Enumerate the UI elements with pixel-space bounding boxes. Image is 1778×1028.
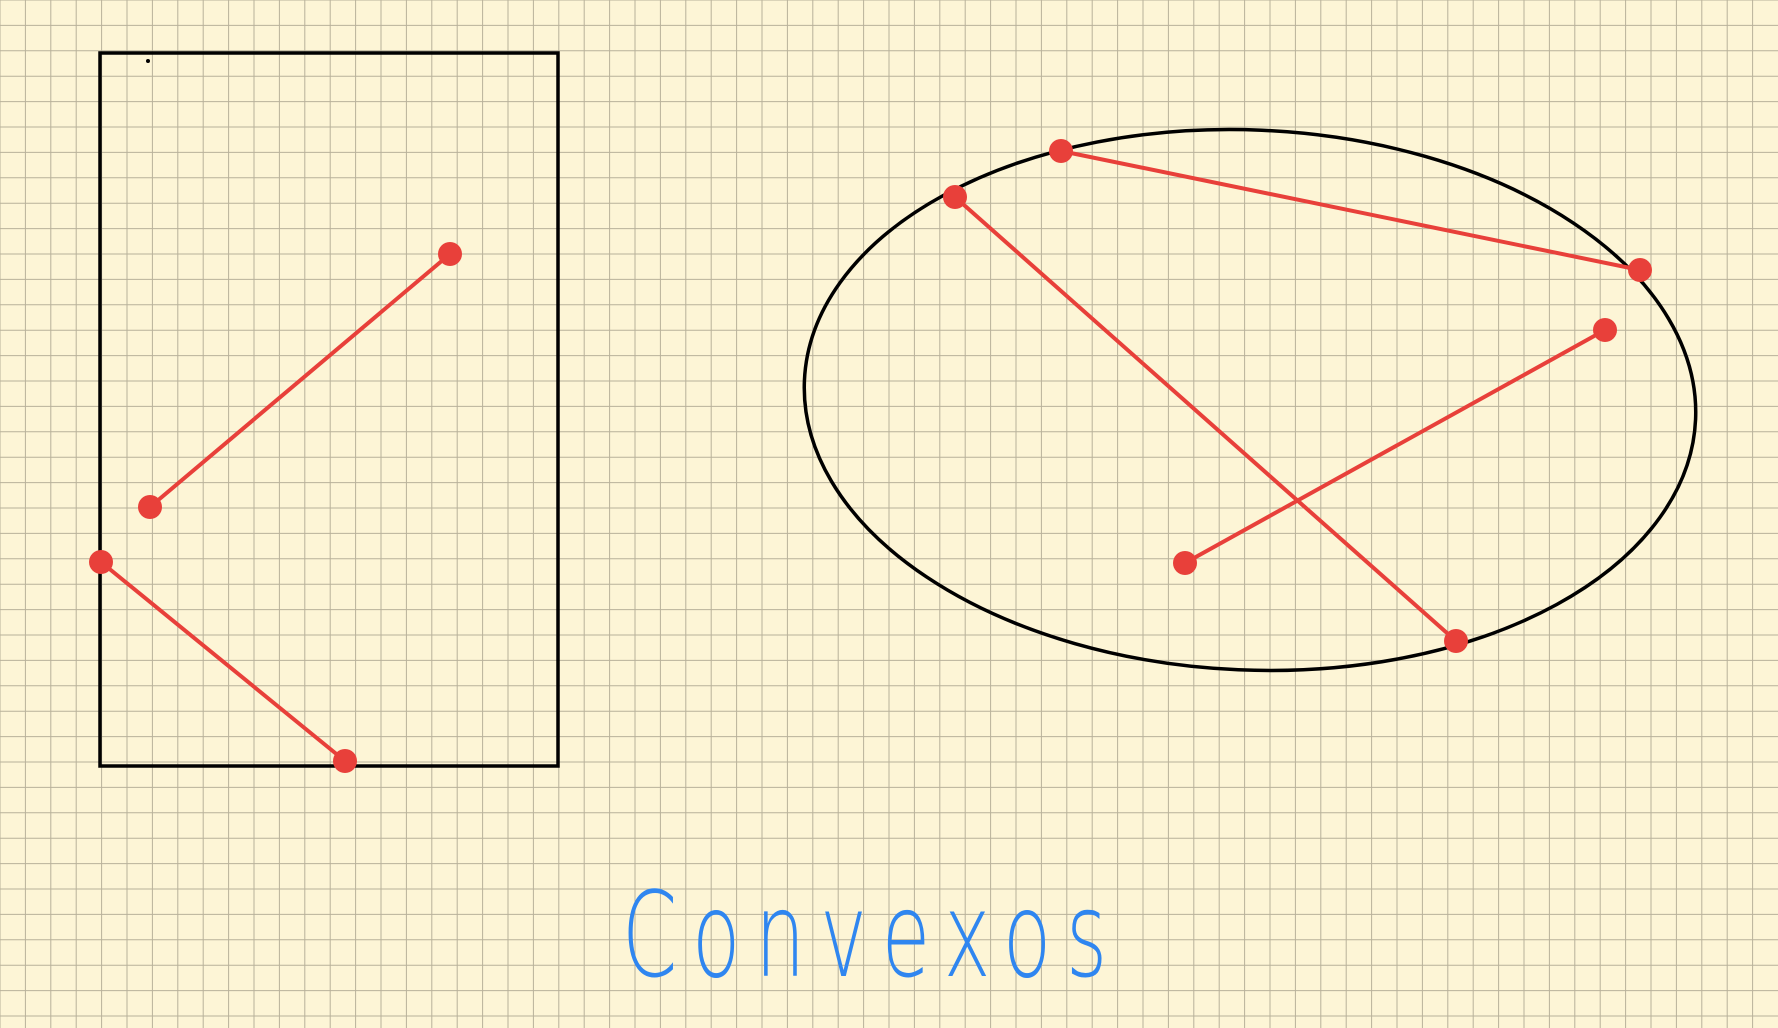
ellipse-segment-2 <box>953 195 1458 643</box>
rectangle-segment-2-end <box>333 749 357 773</box>
rectangle-segment-2 <box>99 560 347 763</box>
caption-text: Convexos <box>622 866 1122 1004</box>
ellipse-figure <box>802 127 1698 673</box>
rectangle-figure <box>89 51 560 773</box>
rectangle-segment-2-start <box>89 550 113 574</box>
ellipse-segment-3-start <box>1173 551 1197 575</box>
ellipse-segment-2-end <box>1444 629 1468 653</box>
ellipse-segment-3-end <box>1593 318 1617 342</box>
rectangle-segment-1 <box>148 252 452 509</box>
rectangle-segment-1-start <box>138 495 162 519</box>
ellipse-segment-1 <box>1059 149 1642 272</box>
rectangle-outline <box>98 51 560 768</box>
stray-dot <box>146 59 150 63</box>
rectangle-segment-1-end <box>438 242 462 266</box>
ellipse-segment-3 <box>1183 328 1607 565</box>
ellipse-segment-2-start <box>943 185 967 209</box>
ellipse-segment-1-end <box>1628 258 1652 282</box>
ellipse-segment-1-start <box>1049 139 1073 163</box>
ellipse-outline <box>802 127 1698 673</box>
